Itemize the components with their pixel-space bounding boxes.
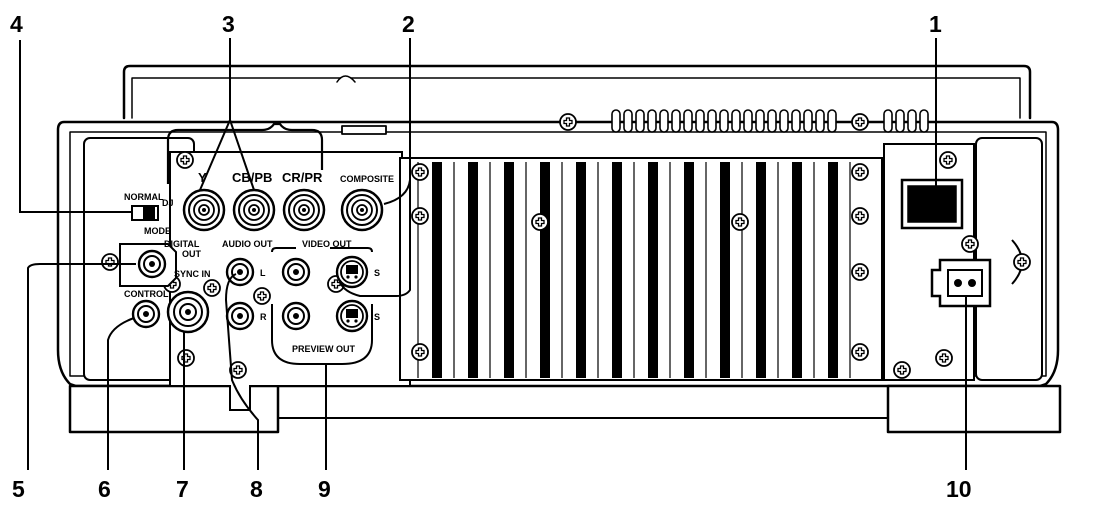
- label-normal: NORMAL: [124, 192, 164, 202]
- cr-pr-jack[interactable]: [282, 188, 326, 232]
- preview-out-s-jack[interactable]: [335, 299, 369, 333]
- label-mode: MODE: [144, 226, 171, 236]
- label-control: CONTROL: [124, 289, 169, 299]
- label-out: OUT: [182, 249, 202, 259]
- callout-1: 1: [929, 11, 942, 37]
- label-s-top: S: [374, 268, 380, 278]
- audio-out-l-jack[interactable]: [225, 257, 255, 287]
- label-cr-pr: CR/PR: [282, 170, 323, 185]
- vent-slots: [611, 109, 929, 133]
- power-panel: [883, 143, 1023, 381]
- sync-in-jack[interactable]: [166, 290, 210, 334]
- label-dj: DJ: [162, 198, 174, 208]
- leader-lines: [19, 38, 967, 470]
- label-digital: DIGITAL: [164, 239, 200, 249]
- preview-bracket: [271, 247, 373, 365]
- panel-labels: Y CB/PB CR/PR COMPOSITE NORMAL DJ MODE D…: [124, 170, 394, 354]
- callout-numbers: 1 2 3 4 5 6 7 8 9 10: [10, 11, 972, 502]
- label-audio-out: AUDIO OUT: [222, 239, 273, 249]
- label-r: R: [260, 312, 267, 322]
- label-l: L: [260, 268, 266, 278]
- label-video-out: VIDEO OUT: [302, 239, 352, 249]
- video-out-s-jack[interactable]: [335, 255, 369, 289]
- preview-out-composite-jack[interactable]: [281, 301, 311, 331]
- label-preview-out: PREVIEW OUT: [292, 344, 356, 354]
- video-out-composite-jack[interactable]: [281, 257, 311, 287]
- callout-4: 4: [10, 11, 23, 37]
- callout-9: 9: [318, 476, 331, 502]
- component-bracket: [166, 122, 324, 184]
- digital-out-jack[interactable]: [137, 249, 167, 279]
- label-cb-pb: CB/PB: [232, 170, 272, 185]
- callout-8: 8: [250, 476, 263, 502]
- heat-sink: [399, 157, 883, 381]
- label-s-bottom: S: [374, 312, 380, 322]
- digital-out: [119, 243, 177, 287]
- label-y: Y: [198, 170, 207, 185]
- cb-pb-jack[interactable]: [232, 188, 276, 232]
- mode-switch[interactable]: [131, 205, 159, 221]
- label-sync-in: SYNC IN: [174, 269, 211, 279]
- callout-10: 10: [946, 476, 972, 502]
- audio-out-r-jack[interactable]: [225, 301, 255, 331]
- y-jack[interactable]: [182, 188, 226, 232]
- callout-3: 3: [222, 11, 235, 37]
- callout-5: 5: [12, 476, 25, 502]
- label-composite: COMPOSITE: [340, 174, 394, 184]
- callout-7: 7: [176, 476, 189, 502]
- control-jack[interactable]: [131, 299, 161, 329]
- callout-6: 6: [98, 476, 111, 502]
- callout-2: 2: [402, 11, 415, 37]
- composite-jack[interactable]: [340, 188, 384, 232]
